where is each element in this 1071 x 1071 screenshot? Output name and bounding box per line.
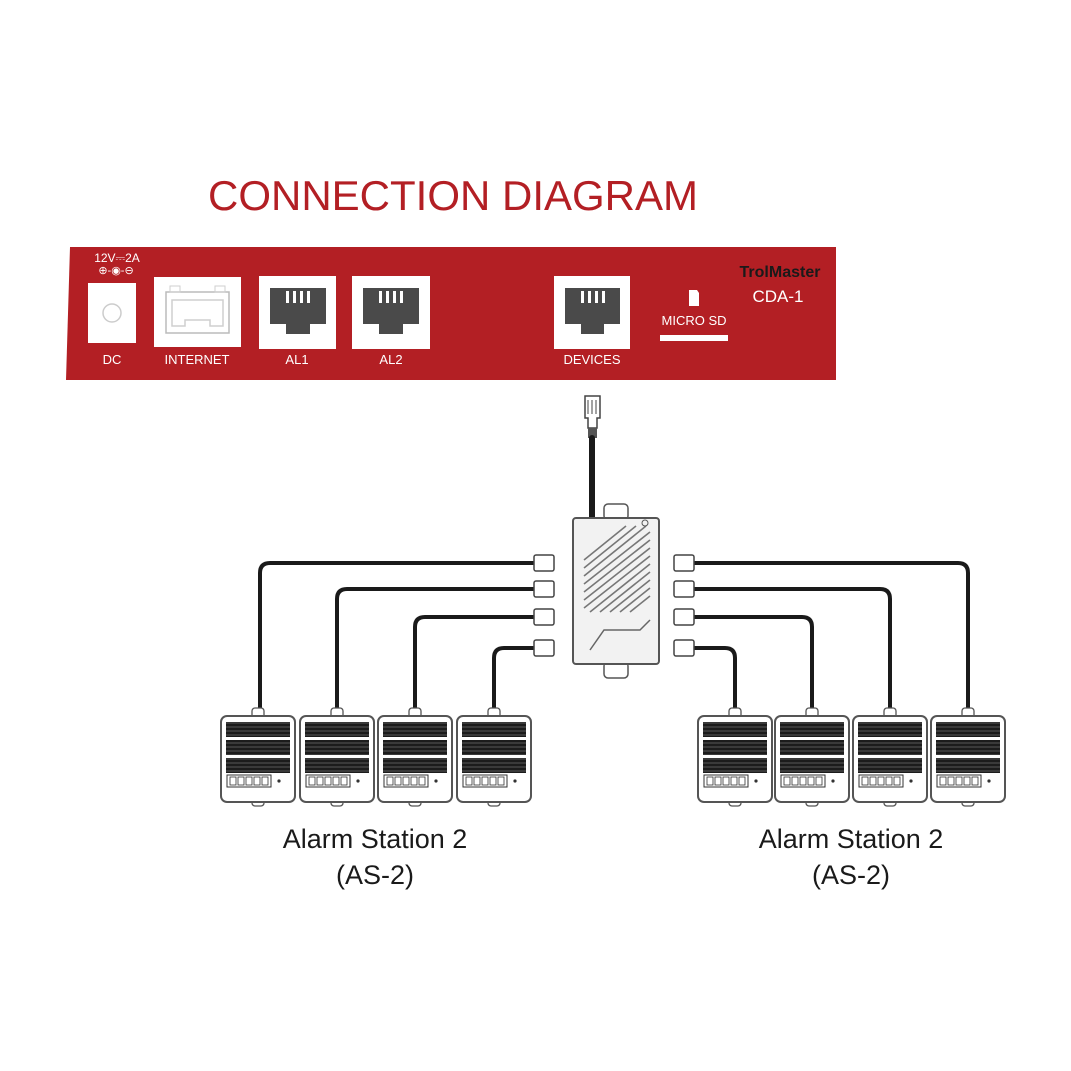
internet-label: INTERNET bbox=[165, 352, 230, 367]
right-group-code: (AS-2) bbox=[812, 860, 890, 890]
right-cables bbox=[690, 561, 970, 710]
polarity-symbol: ⊕-◉-⊖ bbox=[98, 265, 133, 277]
alarm-station-unit bbox=[377, 707, 453, 807]
controller-panel: 12V⎓2A ⊕-◉-⊖ DC INTERNET AL1 bbox=[66, 247, 836, 380]
splitter-hub-icon bbox=[572, 503, 660, 679]
devices-label: DEVICES bbox=[563, 352, 620, 367]
al2-label: AL2 bbox=[379, 352, 402, 367]
al1-port[interactable] bbox=[259, 276, 336, 349]
left-group-name: Alarm Station 2 bbox=[283, 824, 468, 854]
left-cables bbox=[258, 561, 538, 710]
alarm-station-unit bbox=[456, 707, 532, 807]
devices-port[interactable] bbox=[554, 276, 630, 349]
alarm-station-unit bbox=[774, 707, 850, 807]
alarm-station-unit bbox=[220, 707, 296, 807]
al2-port[interactable] bbox=[352, 276, 430, 349]
dc-label: DC bbox=[103, 352, 122, 367]
right-group-name: Alarm Station 2 bbox=[759, 824, 944, 854]
power-rating: 12V⎓2A bbox=[94, 251, 140, 265]
left-group-code: (AS-2) bbox=[336, 860, 414, 890]
devices-cable bbox=[584, 395, 601, 523]
al1-label: AL1 bbox=[285, 352, 308, 367]
model-name: CDA-1 bbox=[752, 287, 803, 306]
diagram-title: CONNECTION DIAGRAM bbox=[208, 172, 698, 219]
brand-logo: TrolMaster bbox=[740, 264, 821, 281]
right-plugs bbox=[673, 554, 695, 657]
alarm-station-unit bbox=[852, 707, 928, 807]
internet-port[interactable] bbox=[154, 277, 241, 347]
alarm-stations bbox=[220, 707, 1006, 807]
alarm-station-unit bbox=[299, 707, 375, 807]
alarm-station-unit bbox=[930, 707, 1006, 807]
alarm-station-unit bbox=[697, 707, 773, 807]
micro-sd-label: MICRO SD bbox=[662, 313, 727, 328]
sd-card-icon bbox=[689, 290, 699, 306]
left-plugs bbox=[533, 554, 555, 657]
dc-port[interactable] bbox=[88, 283, 136, 343]
micro-sd-slot[interactable] bbox=[660, 335, 728, 341]
